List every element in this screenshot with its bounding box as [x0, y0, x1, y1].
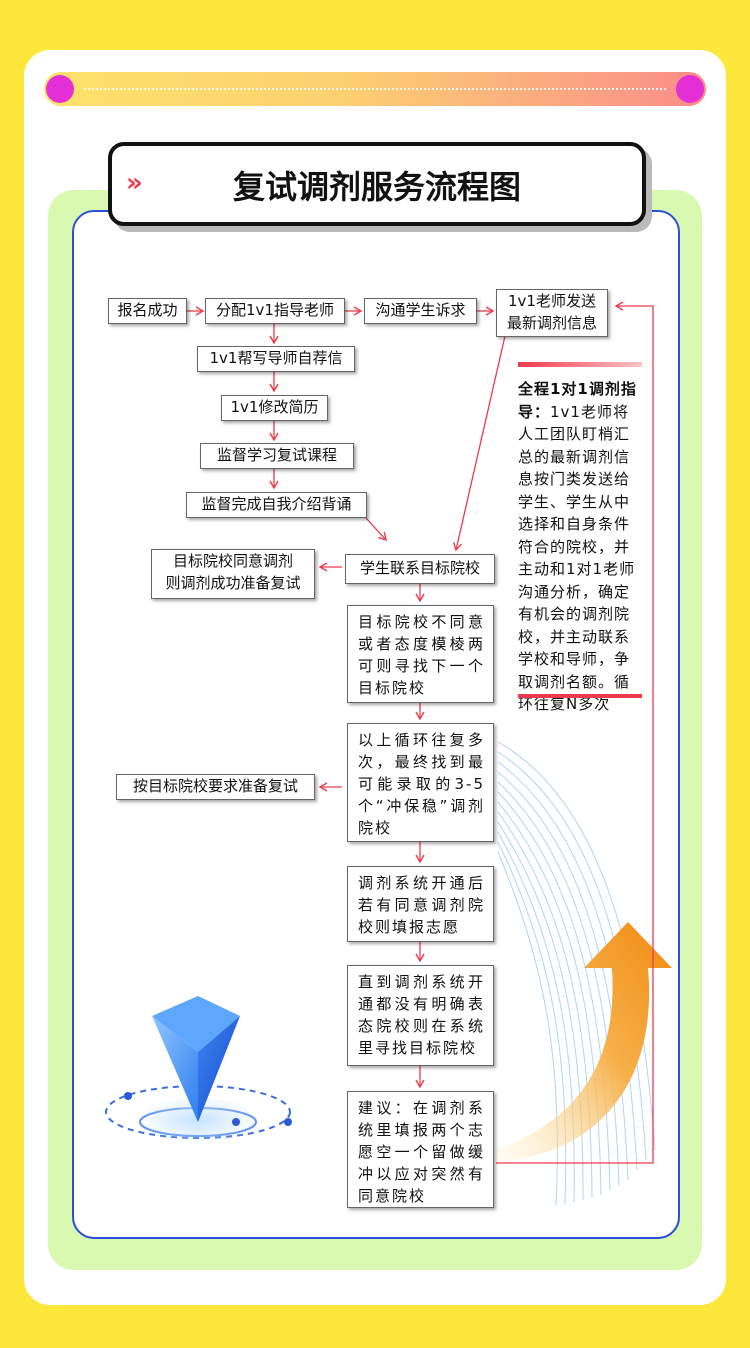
side-note-text: 1v1老师将人工团队盯梢汇总的最新调剂信息按门类发送给学生、学生从中选择和自身条…	[518, 402, 636, 714]
step-contact-school: 学生联系目标院校	[345, 554, 495, 584]
step-self-intro: 监督完成自我介绍背诵	[186, 492, 367, 518]
arrow-feedback-loop	[496, 301, 654, 1164]
step-loop: 以上循环往复多次，最终找到最可能录取的3-5个“冲保稳”调剂院校	[347, 723, 494, 842]
side-note-top-line	[518, 362, 642, 367]
step-advice: 建议：在调剂系统里填报两个志愿空一个留做缓冲以应对突然有同意院校	[347, 1091, 494, 1208]
step-course: 监督学习复试课程	[200, 443, 354, 469]
location-pin-icon	[105, 996, 292, 1144]
top-decor-bar	[44, 72, 706, 106]
side-note-bottom-line	[518, 694, 642, 698]
curved-up-arrow-icon	[496, 922, 672, 1162]
step-system-open: 调剂系统开通后若有同意调剂院校则填报志愿	[347, 866, 494, 942]
step-prepare-retest: 按目标院校要求准备复试	[116, 774, 315, 800]
step-recommendation-letter: 1v1帮写导师自荐信	[197, 346, 355, 372]
wave-lines-decor	[497, 741, 656, 1206]
page-title: 复试调剂服务流程图	[232, 168, 521, 206]
step-signup: 报名成功	[108, 298, 187, 324]
step-school-disagrees: 目标院校不同意或者态度模棱两可则寻找下一个目标院校	[347, 605, 494, 703]
arrow-intro-contact	[365, 517, 387, 542]
title-banner: » 复试调剂服务流程图	[108, 142, 646, 226]
step-resume: 1v1修改简历	[221, 395, 328, 421]
step-send-info: 1v1老师发送 最新调剂信息	[496, 289, 608, 337]
step-assign-teacher: 分配1v1指导老师	[205, 298, 345, 324]
step-school-agrees: 目标院校同意调剂 则调剂成功准备复试	[151, 549, 315, 599]
right-dot-decor	[676, 75, 704, 103]
arrow-send-contact	[452, 335, 506, 552]
side-note: 全程1对1调剂指导：1v1老师将人工团队盯梢汇总的最新调剂信息按门类发送给学生、…	[518, 378, 642, 716]
step-communicate: 沟通学生诉求	[364, 298, 477, 324]
step-system-search: 直到调剂系统开通都没有明确表态院校则在系统里寻找目标院校	[347, 965, 494, 1066]
left-dot-decor	[46, 75, 74, 103]
side-note-lead: 全程1对1调剂指导：	[518, 380, 637, 421]
